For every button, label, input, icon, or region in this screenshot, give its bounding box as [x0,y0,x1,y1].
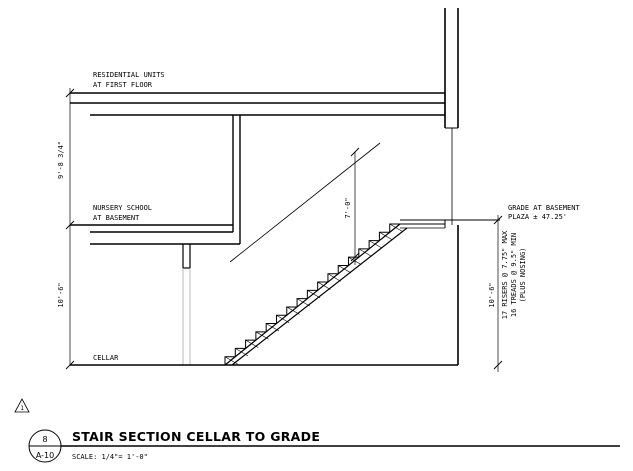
drawing-title: STAIR SECTION CELLAR TO GRADE [72,429,320,444]
building-structure [70,8,500,366]
residential-label-line1: RESIDENTIAL UNITS [93,71,165,79]
cellar-label: CELLAR [93,354,119,362]
stair-rise-dimension: 10'-6" [488,282,496,307]
revision-triangle-icon: 1 [14,398,30,413]
revision-number: 1 [20,405,24,412]
stair-note-line2: 16 TREADS @ 9.5" MIN [510,233,518,317]
upper-height-dimension: 9'-8 3/4" [57,141,65,179]
sheet-number: A-10 [36,451,54,460]
detail-title-block: 8 A-10 STAIR SECTION CELLAR TO GRADE SCA… [28,429,620,463]
dimension-lines [65,88,503,372]
stair-note-line1: 17 RISERS @ 7.75" MAX [501,230,509,319]
grade-label-line1: GRADE AT BASEMENT [508,204,580,212]
grade-label-line2: PLAZA ± 47.25' [508,213,567,221]
nursery-label-line2: AT BASEMENT [93,214,140,222]
lower-height-dimension: 10'-6" [57,282,65,307]
stair-note-line3: (PLUS NOSING) [519,248,527,303]
nursery-label-line1: NURSERY SCHOOL [93,204,152,212]
headroom-dimension: 7'-0" [344,197,352,218]
detail-number: 8 [42,435,47,444]
headroom-line [229,142,381,265]
stair-stringer [224,223,408,366]
residential-label-line2: AT FIRST FLOOR [93,81,153,89]
drawing-scale: SCALE: 1/4"= 1'-0" [72,453,148,461]
